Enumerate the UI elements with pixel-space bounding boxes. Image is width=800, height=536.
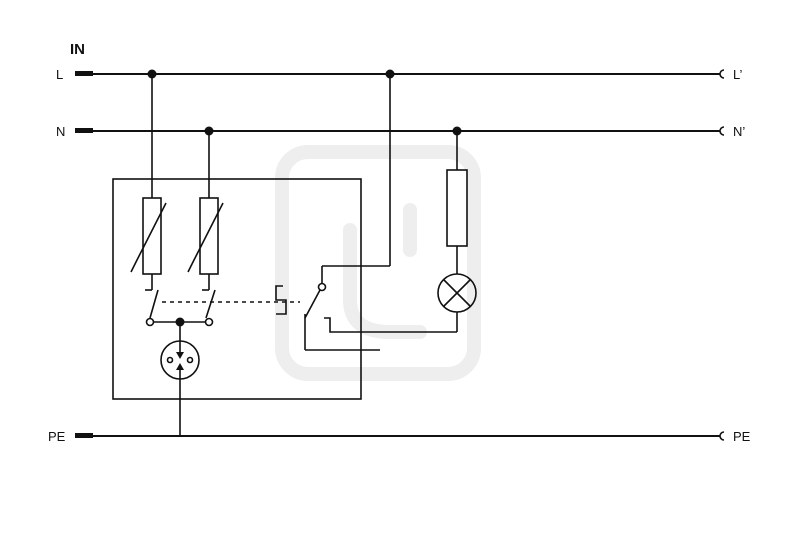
input-title: IN: [70, 41, 85, 58]
device-enclosure: [112, 178, 362, 400]
protection-element-2: [187, 197, 224, 275]
actuator-symbol: [275, 285, 287, 315]
protection-element-1: [130, 197, 167, 275]
terminal-pe-out: [719, 431, 725, 441]
input-label-n: N: [56, 124, 65, 139]
terminal-n-in: [75, 128, 93, 133]
contact-node-2: [204, 317, 214, 327]
terminal-pe-in: [75, 433, 93, 438]
terminal-n-out: [719, 126, 725, 136]
switch-pivot: [317, 282, 327, 292]
output-label-l: L’: [733, 67, 743, 82]
output-label-n: N’: [733, 124, 745, 139]
terminal-l-in: [75, 71, 93, 76]
watermark-logo: [275, 145, 481, 381]
wire-switch-no: [324, 317, 457, 333]
output-label-pe: PE: [733, 429, 751, 444]
switch-contact-2: [205, 289, 216, 319]
input-label-pe: PE: [48, 429, 66, 444]
contact-node-1: [145, 317, 155, 327]
switch-contact-1: [149, 289, 159, 319]
terminal-l-out: [719, 69, 725, 79]
socket-outlet: [160, 340, 200, 380]
input-label-l: L: [56, 67, 63, 82]
resistor: [446, 169, 468, 247]
switch-blade: [304, 289, 321, 319]
